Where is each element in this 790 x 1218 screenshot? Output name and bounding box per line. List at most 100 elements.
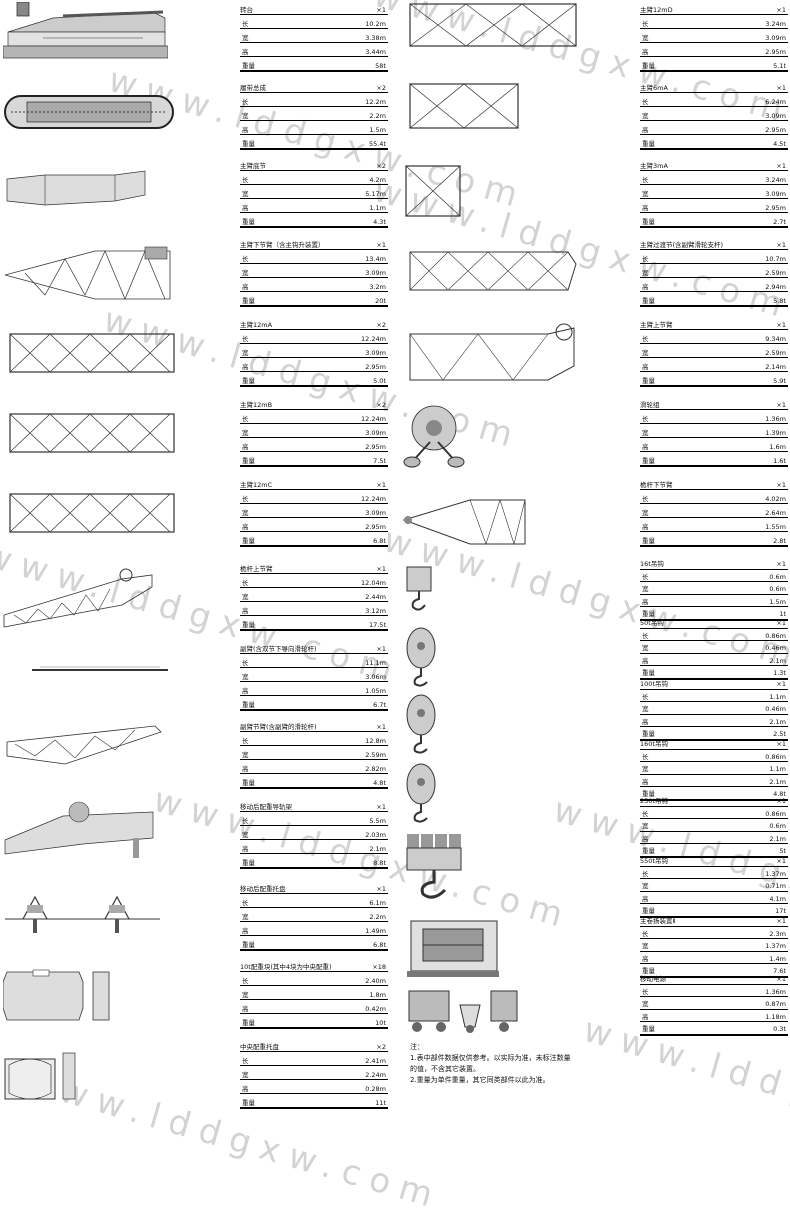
spec-label: 长 <box>642 19 649 28</box>
component-name: 副臂(含双节下导向滑轮杆) <box>240 644 317 653</box>
spec-value: 12.8m <box>365 736 386 745</box>
spec-value: 1.5m <box>769 597 786 606</box>
spec-value: 12.04m <box>361 578 386 587</box>
spec-value: 2.1m <box>369 844 386 853</box>
spec-label: 长 <box>242 816 249 825</box>
spec-value: 2.8t <box>773 536 786 545</box>
spec-value: 2.59m <box>365 750 386 759</box>
spec-value: 1.18m <box>765 1012 786 1021</box>
spec-label: 长 <box>242 334 249 343</box>
spec-value: 2.3m <box>769 929 786 938</box>
spec-label: 长 <box>642 809 649 818</box>
spec-label: 长 <box>642 692 649 701</box>
boom-12mc-drawing <box>9 493 175 533</box>
spec-label: 长 <box>242 414 249 423</box>
spec-value: 2.2m <box>369 912 386 921</box>
spec-label: 重量 <box>242 778 255 787</box>
spec-title-row: 移动电源×1 <box>640 972 788 985</box>
spec-label: 长 <box>242 19 249 28</box>
component-quantity: ×1 <box>376 644 386 653</box>
spec-title-row: 主卷扬装置Ⅱ×1 <box>640 914 788 927</box>
spec-label: 长 <box>242 898 249 907</box>
notes-line: 2.重量为单件重量，其它同类部件以此为准。 <box>410 1076 550 1084</box>
component-quantity: ×1 <box>776 857 786 865</box>
spec-label: 高 <box>242 47 249 56</box>
hook-50t-drawing <box>406 627 436 687</box>
spec-label: 宽 <box>242 912 249 921</box>
spec-value: 3.2m <box>369 282 386 291</box>
spec-label: 重量 <box>642 376 655 385</box>
spec-value: 12.24m <box>361 334 386 343</box>
component-quantity: ×1 <box>376 480 386 489</box>
component-name: 主臂12mB <box>240 400 273 409</box>
spec-label: 高 <box>642 47 649 56</box>
jib-drawing <box>32 666 168 671</box>
spec-label: 重量 <box>642 847 655 855</box>
component-quantity: ×1 <box>776 240 786 249</box>
component-name: 主臂过渡节(含副臂滑轮支杆) <box>640 240 724 249</box>
spec-value: 4.3t <box>373 217 386 226</box>
spec-label: 高 <box>642 834 649 843</box>
spec-value: 1.1m <box>769 765 786 773</box>
spec-label: 长 <box>242 578 249 587</box>
spec-label: 宽 <box>642 942 649 950</box>
spec-value: 10t <box>375 1018 386 1027</box>
spec-label: 宽 <box>642 765 649 773</box>
spec-title-row: 160t吊钩×1 <box>640 737 788 750</box>
component-name: 100t吊钩 <box>640 680 668 688</box>
spec-label: 宽 <box>242 830 249 839</box>
component-quantity: ×2 <box>376 320 386 329</box>
component-name: 主臂12mD <box>640 5 673 14</box>
spec-label: 重量 <box>242 456 255 465</box>
component-name: 桅杆下节臂 <box>640 480 673 489</box>
spec-value: 3.09m <box>765 189 786 198</box>
spec-value: 2.40m <box>365 976 386 985</box>
component-name: 转台 <box>240 5 253 14</box>
component-name: 桅杆上节臂 <box>240 564 273 573</box>
spec-value: 0.6m <box>769 585 786 593</box>
spec-label: 高 <box>642 894 649 903</box>
spec-value: 0.46m <box>765 644 786 652</box>
component-quantity: ×1 <box>776 619 786 627</box>
spec-value: 11t <box>375 1098 386 1107</box>
counterweight-block-drawing <box>3 969 110 1021</box>
spec-label: 高 <box>642 203 649 212</box>
component-quantity: ×1 <box>376 240 386 249</box>
component-quantity: ×2 <box>376 400 386 409</box>
boom-12mb-drawing <box>9 413 175 453</box>
spec-value: 1t <box>779 610 786 618</box>
spec-value: 1.3t <box>773 669 786 677</box>
spec-label: 宽 <box>642 33 649 42</box>
spec-label: 高 <box>242 844 249 853</box>
mast-upper-section-drawing <box>3 568 153 628</box>
component-quantity: ×1 <box>376 564 386 573</box>
